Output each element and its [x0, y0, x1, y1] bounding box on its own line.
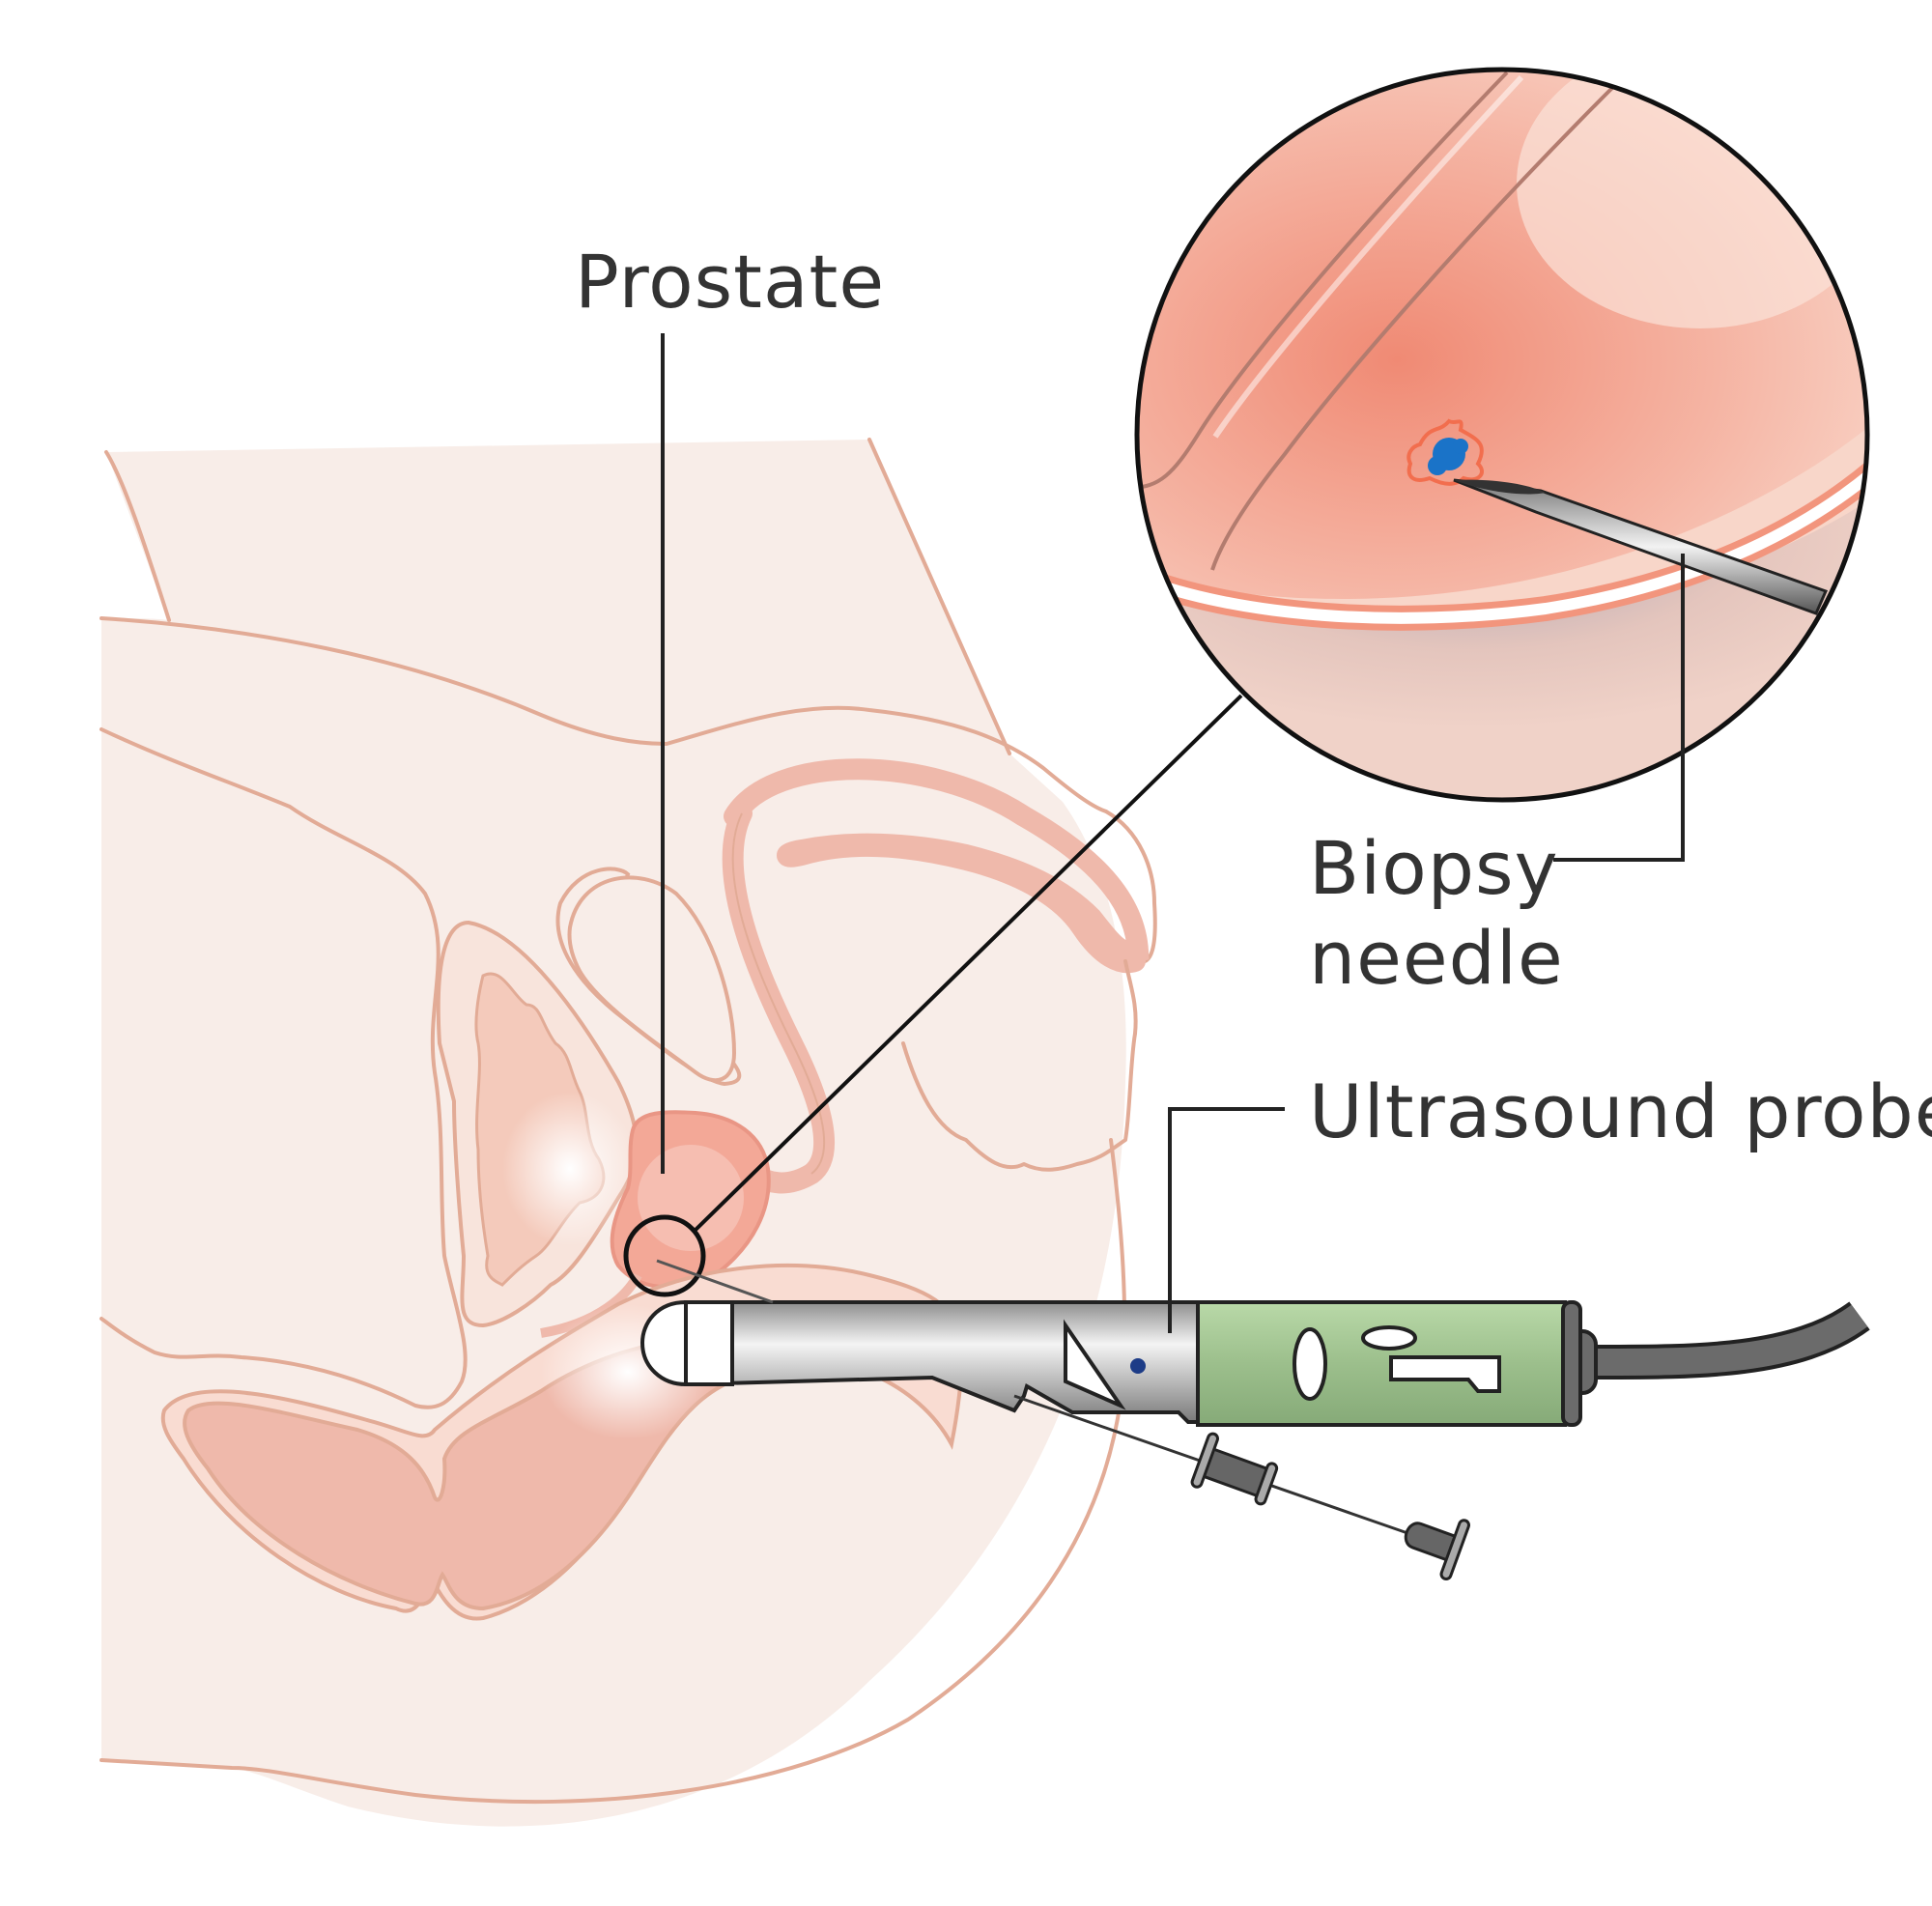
label-prostate: Prostate: [575, 239, 885, 325]
biopsy-needle[interactable]: [656, 1259, 1471, 1580]
anatomy-cross-section: [99, 438, 1243, 1827]
label-biopsy-line1: Biopsy: [1309, 825, 1559, 911]
biopsy-leader-line: [1553, 554, 1685, 862]
label-ultrasound-probe: Ultrasound probe: [1309, 1068, 1932, 1154]
label-biopsy-line2: needle: [1309, 915, 1564, 1001]
needle-zoom: [1453, 478, 1829, 615]
zoom-magnifier: [1134, 67, 1870, 803]
tumour-outline: [1406, 418, 1484, 486]
probe-indicator-dot: [1130, 1358, 1146, 1374]
handle-slot: [1389, 1355, 1501, 1393]
zoom-target-circle: [623, 1214, 706, 1297]
rectum: [724, 758, 1150, 974]
zoom-circle-border: [1134, 67, 1870, 803]
handle-button-top[interactable]: [1361, 1325, 1417, 1351]
zoom-connector-line: [692, 694, 1243, 1234]
ultrasound-probe[interactable]: [639, 1259, 1870, 1580]
handle-button-oval[interactable]: [1293, 1327, 1327, 1401]
probe-handle[interactable]: [1196, 1300, 1567, 1427]
ultrasound-leader-line: [1168, 1107, 1285, 1333]
